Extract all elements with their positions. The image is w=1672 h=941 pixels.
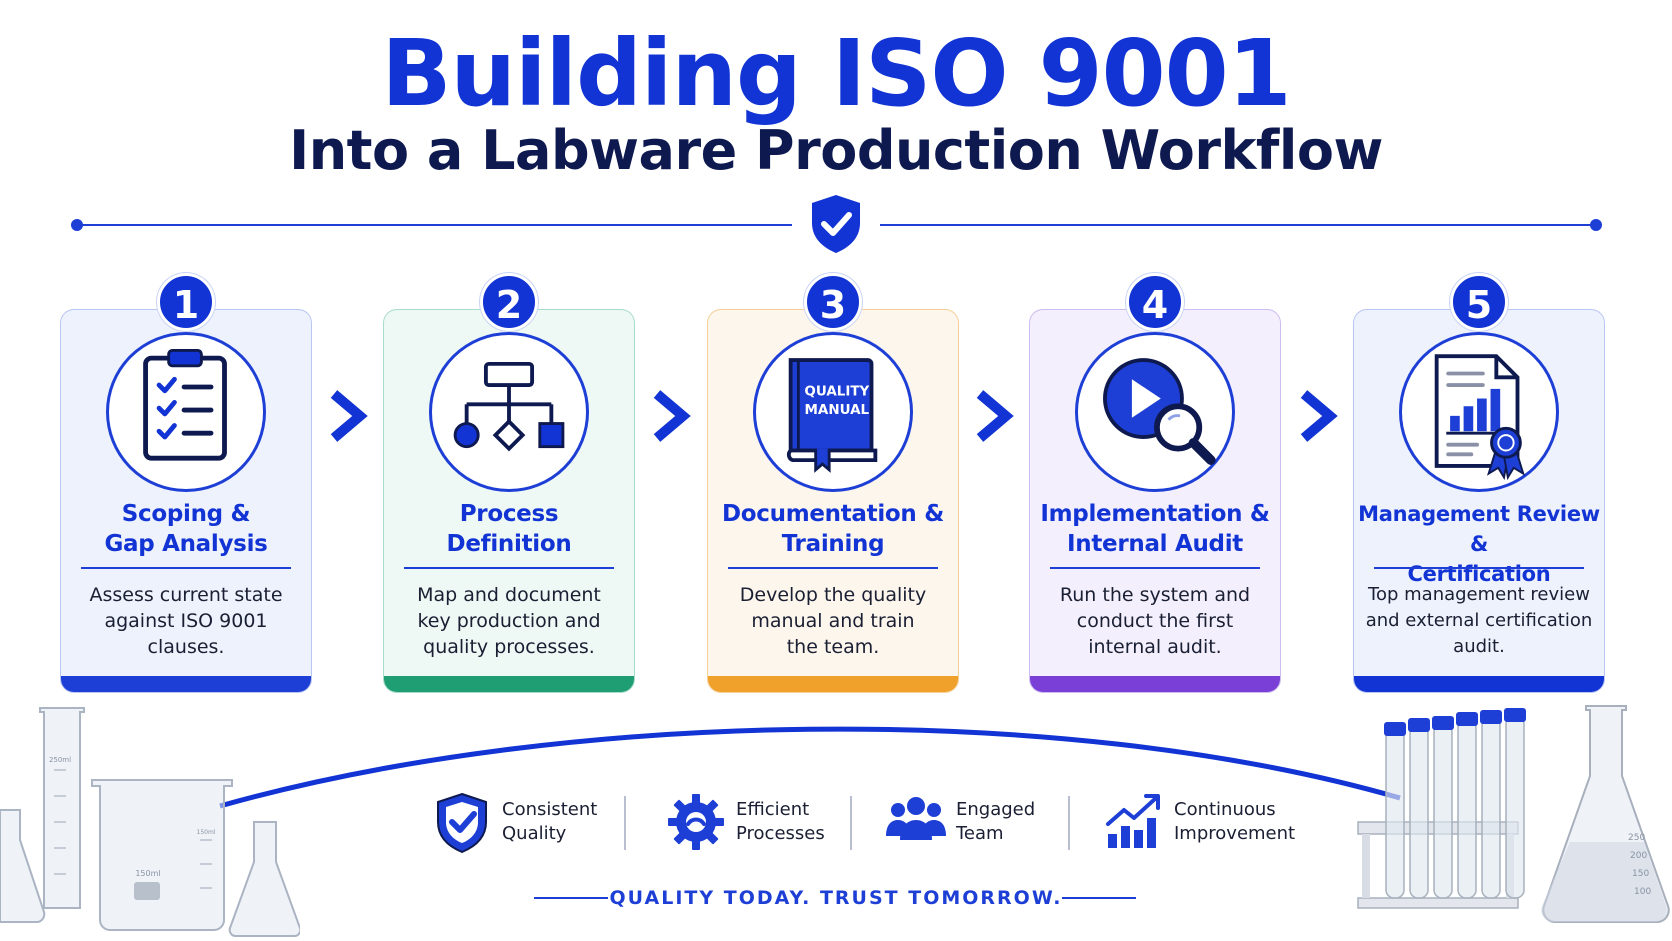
process-flowchart-icon [453,361,565,452]
benefit-separator [624,796,626,850]
beaker-mark: 150ml [135,869,160,878]
flask-mark-200: 200 [1630,851,1647,861]
step-3-icon-circle: QUALITY MANUAL [753,332,913,492]
step-1-rule [81,567,291,569]
step-accent-bar [1354,676,1604,692]
step-accent-bar [708,676,958,692]
flask-mark-150: 150 [1632,869,1649,879]
book-label-line2: MANUAL [805,402,870,418]
step-4-title: Implementation &Internal Audit [1040,501,1270,557]
step-1-icon-circle [106,332,266,492]
benefit-separator [850,796,852,850]
step-card-1 [60,309,312,693]
step-3-title: Documentation &Training [722,501,944,557]
tagline-rule-left [534,897,608,899]
shield-check-icon [437,792,487,854]
step-4-number: 4 [1126,273,1184,331]
report-certificate-icon [1434,354,1525,481]
flask-mark-100: 100 [1634,887,1651,897]
step-5-rule [1374,567,1584,569]
team-people-icon [886,797,946,840]
step-1-title: Scoping &Gap Analysis [104,501,268,557]
divider-left [78,224,792,226]
step-3-number: 3 [804,273,862,331]
beaker-tick-mark: 150ml [197,829,216,836]
step-2-number: 2 [480,273,538,331]
swoosh-curve [219,726,1401,809]
chevron-right-icon [653,390,691,442]
lab-glassware-left: 250ml 150ml 150ml [0,707,300,937]
chevron-right-icon [976,390,1014,442]
chevron-right-icon [330,390,368,442]
step-accent-bar [384,676,634,692]
gear-icon [668,794,724,850]
step-5-title: Management Review &Certification [1358,502,1600,586]
divider-right [880,224,1596,226]
shield-check-icon [812,195,860,253]
page-subtitle: Into a Labware Production Workflow [289,119,1383,182]
tagline: QUALITY TODAY. TRUST TOMORROW. [609,887,1063,909]
play-magnifier-icon [1103,358,1216,465]
benefit-separator [1068,796,1070,850]
clipboard-checklist-icon [143,348,227,461]
step-accent-bar [1030,676,1280,692]
chevron-right-icon [1300,390,1338,442]
tagline-rule-right [1062,897,1136,899]
growth-chart-icon [1106,794,1160,848]
step-2-rule [404,567,614,569]
step-4-icon-circle [1075,332,1235,492]
step-4-rule [1050,567,1260,569]
cylinder-mark: 250ml [49,756,71,764]
step-5-icon-circle [1399,332,1559,492]
step-1-number: 1 [157,273,215,331]
book-label-line1: QUALITY [804,384,869,400]
flask-mark-250: 250 [1628,833,1645,843]
divider-dot-right [1590,219,1602,231]
page-title: Building ISO 9001 [381,20,1291,127]
step-2-icon-circle [429,332,589,492]
step-5-number: 5 [1450,273,1508,331]
quality-manual-book-icon: QUALITY MANUAL [786,358,878,473]
step-accent-bar [61,676,311,692]
divider-dot-left [71,219,83,231]
step-3-rule [728,567,938,569]
lab-glassware-right: 250 200 150 100 [1357,705,1670,923]
